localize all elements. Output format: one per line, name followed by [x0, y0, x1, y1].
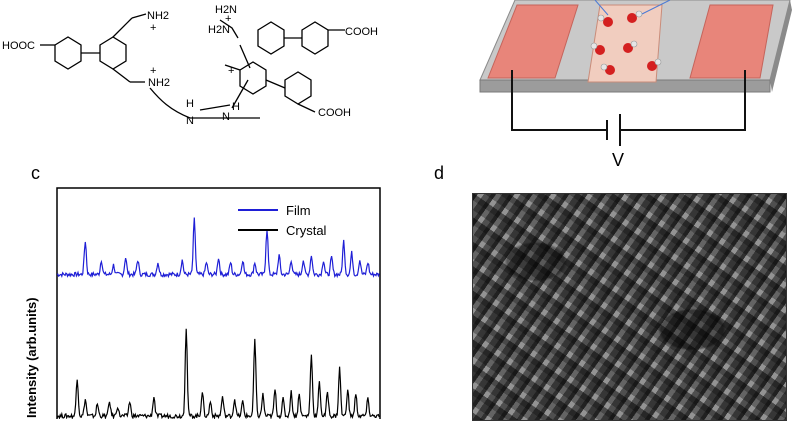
chemical-structure: HOOC NH2 + H2N H2N + COOH NH2 + + H N N … — [2, 4, 378, 127]
h2n-top-label: H2N — [215, 4, 237, 16]
nh2-top-label: NH2 — [147, 10, 169, 22]
plus-left-label: + — [150, 65, 156, 77]
legend-label-film: Film — [286, 203, 311, 218]
series-line-crystal — [56, 328, 380, 419]
plus-top-label: + — [150, 22, 156, 34]
benzene-ring — [301, 21, 329, 55]
hooc-left-label: HOOC — [2, 40, 35, 52]
series-line-film — [56, 217, 380, 279]
plus-mid-label: + — [225, 13, 231, 25]
benzene-ring — [284, 71, 312, 105]
voltage-label: V — [612, 150, 625, 170]
water-molecule — [595, 13, 657, 75]
substrate-side — [479, 79, 771, 93]
h-bottom-right-label: H — [232, 101, 240, 113]
panel-label-d: d — [434, 163, 445, 183]
plot-frame — [56, 187, 381, 419]
benzene-ring — [239, 61, 267, 95]
panel-label-c: c — [31, 163, 40, 183]
n-bottom-label: N — [186, 115, 194, 127]
h-bottom-left-label: H — [186, 98, 194, 110]
device-schematic — [479, 0, 792, 146]
h2n-mid-label: H2N — [208, 24, 230, 36]
substrate-right-side — [770, 0, 792, 92]
plus-right-label: + — [228, 65, 234, 77]
benzene-ring — [54, 36, 82, 70]
sem-micrograph — [472, 193, 787, 421]
benzene-ring — [257, 21, 285, 55]
y-axis-label: Intensity (arb.units) — [24, 297, 39, 418]
cooh-bottom-label: COOH — [318, 107, 351, 119]
electrode-right — [689, 4, 774, 79]
n-bottom-right-label: N — [222, 111, 230, 123]
cooh-top-label: COOH — [345, 26, 378, 38]
circuit-wire — [511, 70, 607, 131]
circuit-wire — [620, 70, 746, 131]
electrode-left — [487, 4, 579, 79]
legend-label-crystal: Crystal — [286, 223, 327, 238]
nh2-left-label: NH2 — [148, 77, 170, 89]
benzene-ring — [99, 36, 127, 70]
